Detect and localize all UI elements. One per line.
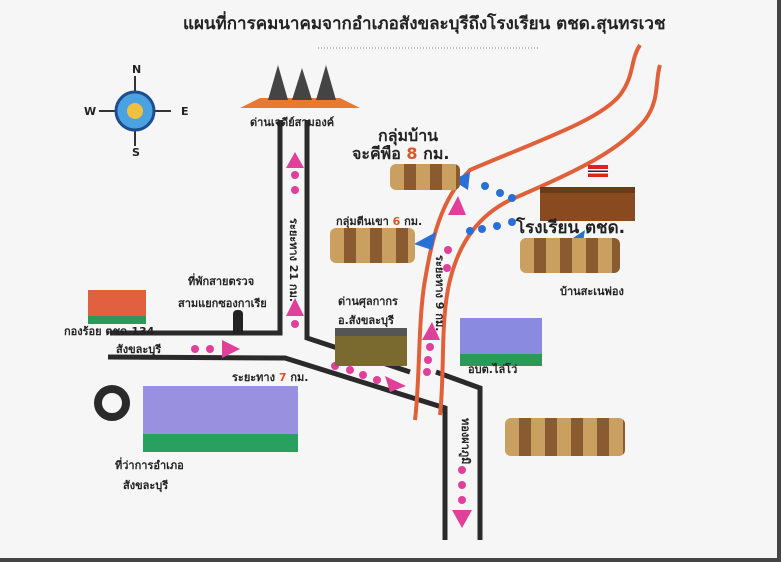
km-unit: กม. [423, 144, 450, 163]
school-label: โรงเรียน ตชด. [516, 218, 626, 238]
sanephong-label: บ้านสะเนพ่อง [560, 285, 624, 298]
road-to-pagodas-west [110, 120, 283, 336]
tinkhao-name: กลุ่มตีนเขา [336, 215, 389, 228]
distance-7-label: ระยะทาง 7 กม. [232, 368, 308, 386]
road-orange-west [413, 43, 642, 421]
village-tinkhao-icon [330, 228, 415, 263]
tinkhao-label: กลุ่มตีนเขา 6 กม. [336, 212, 422, 230]
village-south-icon [505, 418, 625, 456]
company-building-icon [88, 290, 146, 324]
thong-pha-phum-label: ทองผาภูมิ [459, 418, 472, 465]
district-office-building-icon [143, 386, 298, 452]
distance-7-km: 7 [278, 371, 287, 384]
km-unit: กม. [404, 215, 423, 228]
pagoda-icon [240, 65, 360, 108]
thai-flag-icon [588, 165, 608, 177]
tinkhao-km: 6 [392, 215, 401, 228]
police-officer-icon [233, 310, 243, 334]
jakhipho-label-1: กลุ่มบ้าน [378, 126, 439, 145]
sangkhla-road-label: สังขละบุรี [116, 343, 162, 356]
school-building-icon [540, 187, 635, 221]
three-pagodas-label: ด่านเจดีย์สามองค์ [250, 116, 335, 129]
road-to-thongphaphum [107, 354, 448, 540]
blue-route [414, 172, 585, 250]
district-office-label-2: สังขละบุรี [123, 479, 169, 492]
lai-wo-label: อบต.ไล่โว่ [468, 363, 518, 376]
compass-w: W [84, 105, 97, 118]
compass-s: S [132, 146, 140, 159]
distance-text: ระยะทาง [232, 371, 275, 384]
jakhipho-label-2: จะคีพือ 8 กม. [352, 142, 449, 167]
jakhipho-km: 8 [406, 144, 418, 163]
jakhipho-name: จะคีพือ [352, 144, 401, 163]
lai-wo-building-icon [460, 318, 542, 366]
distance-21-label: ระยะทาง 21 กม. [287, 218, 300, 303]
checkpoint-label-2: สามแยกซองกาเรีย [178, 297, 267, 310]
pink-route [191, 152, 472, 528]
road-east-continuation [435, 369, 483, 540]
compass-e: E [181, 105, 189, 118]
village-sanephong-icon [520, 238, 620, 273]
customs-label-2: อ.สังขละบุรี [338, 314, 394, 327]
roundabout-icon [94, 385, 130, 421]
customs-label-1: ด่านศุลกากร [338, 295, 398, 308]
compass-n: N [132, 63, 142, 76]
distance-9-label: ระยะทาง 9 กม. [433, 255, 446, 332]
district-office-label-1: ที่ว่าการอำเภอ [115, 459, 184, 472]
customs-building-icon [335, 328, 407, 366]
compass-icon [99, 76, 171, 146]
km-unit: กม. [290, 371, 309, 384]
map-title: แผนที่การคมนาคมจากอำเภอสังขละบุรีถึงโรงเ… [183, 14, 666, 34]
village-jakhipho-icon [390, 164, 460, 190]
checkpoint-label-1: ที่พักสายตรวจ [188, 275, 255, 288]
company-label: กองร้อย ตชด.134 [64, 325, 155, 338]
